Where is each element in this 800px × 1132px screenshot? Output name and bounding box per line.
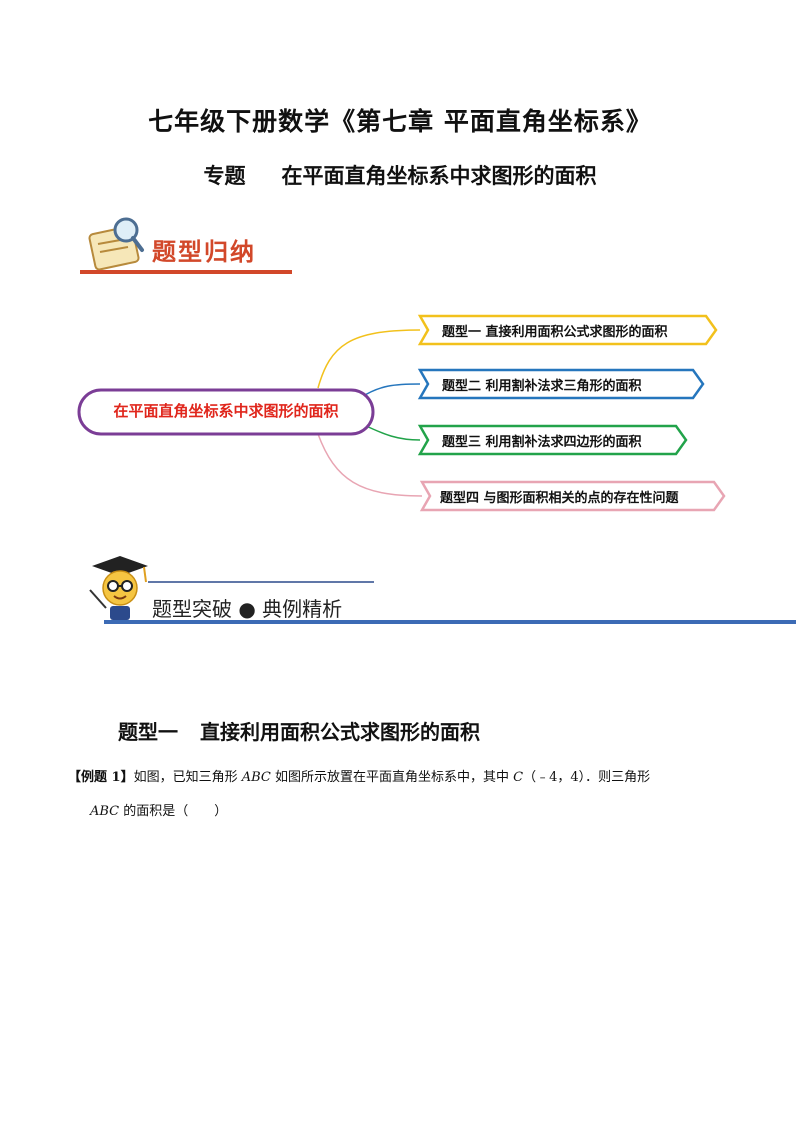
example-1-line-1: 【例题 1】如图，已知三角形 ABC 如图所示放置在平面直角坐标系中，其中 C（… [68,766,650,785]
example-text-c: （﹣4，4）．则三角形 [523,770,651,785]
document-subtitle: 专题 在平面直角坐标系中求图形的面积 [0,160,800,190]
example-text-b: 如图所示放置在平面直角坐标系中，其中 [270,770,514,785]
example-tag: 【例题 1】 [68,770,134,785]
mindmap-connector-3 [361,423,421,441]
document-title: 七年级下册数学《第七章 平面直角坐标系》 [148,107,652,136]
example-line2-rest: 的面积是（ ） [119,804,228,819]
mindmap-central-label: 在平面直角坐标系中求图形的面积 [113,402,339,420]
examples-label: 题型突破 ● 典例精析 [152,597,343,621]
example-text-a: 如图，已知三角形 [133,770,242,785]
mindmap-connector-4 [317,433,423,497]
example-point-c: C [513,770,524,785]
mindmap-central-node [77,388,375,436]
summary-underline [80,270,292,274]
example-1-line-2: ABC 的面积是（ ） [90,800,227,819]
mindmap-connector-1 [317,329,421,389]
example-line2-abc: ABC [90,804,120,819]
section-heading: 题型一直接利用面积公式求图形的面积 [118,716,480,745]
mindmap-branch-2 [417,368,705,400]
mindmap-branch-3-label: 题型三 利用割补法求四边形的面积 [442,435,642,450]
section-heading-title: 直接利用面积公式求图形的面积 [200,720,480,744]
subtitle-prefix: 专题 [203,163,246,188]
examples-banner [89,556,796,624]
mindmap-connector-2 [359,383,421,399]
mindmap-branch-4-label: 题型四 与图形面积相关的点的存在性问题 [440,491,679,506]
summary-banner [80,217,292,274]
mindmap-branch-1 [417,314,718,346]
summary-label: 题型归纳 [152,237,256,266]
section-heading-number: 题型一 [118,720,178,744]
graduate-mascot-icon [89,556,148,620]
mindmap-branch-3 [417,424,688,456]
mindmap-branch-1-label: 题型一 直接利用面积公式求图形的面积 [442,325,668,340]
mindmap-branch-2-label: 题型二 利用割补法求三角形的面积 [442,379,642,394]
notepad-magnifier-icon [88,217,144,271]
subtitle-main: 在平面直角坐标系中求图形的面积 [281,163,597,188]
mindmap-branch-4 [419,480,726,512]
examples-underline [104,620,796,624]
example-abc: ABC [241,770,271,785]
